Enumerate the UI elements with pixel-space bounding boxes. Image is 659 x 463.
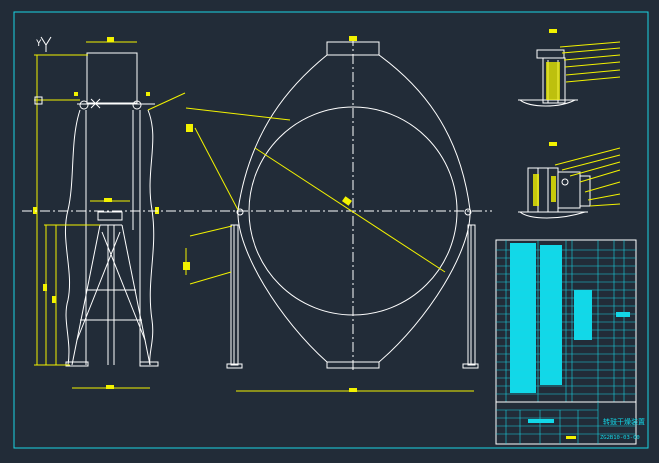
ucs-y-label: Y [36, 39, 42, 49]
front-view-dim-tags [183, 36, 357, 392]
detail-a-fill [546, 62, 560, 100]
front-view-dimensions [185, 107, 474, 392]
title-block[interactable]: 转鼓干燥装置 ZG2B10-03-00 [495, 401, 645, 445]
project-name-label: 转鼓干燥装置 [603, 417, 645, 426]
sheet-border [13, 11, 649, 449]
title-block-tag [566, 436, 576, 439]
detail-b-title-tag [549, 142, 557, 146]
parts-list-table[interactable] [495, 239, 637, 403]
side-view[interactable] [65, 52, 159, 367]
side-view-center-mark [34, 96, 43, 105]
parts-list-grid [496, 240, 636, 402]
detail-b-leaders [554, 147, 621, 207]
ucs-axis-icon [40, 36, 52, 52]
detail-b-fill [533, 174, 556, 206]
title-block-highlight [528, 419, 554, 423]
detail-a-title-tag [549, 29, 557, 33]
parts-list-fill [510, 243, 630, 393]
detail-a-leaders [559, 41, 621, 83]
drawing-number-label: ZG2B10-03-00 [600, 435, 640, 441]
front-view-centerlines [22, 36, 492, 372]
side-view-dimensions [34, 41, 186, 389]
title-block-grid [496, 402, 636, 444]
